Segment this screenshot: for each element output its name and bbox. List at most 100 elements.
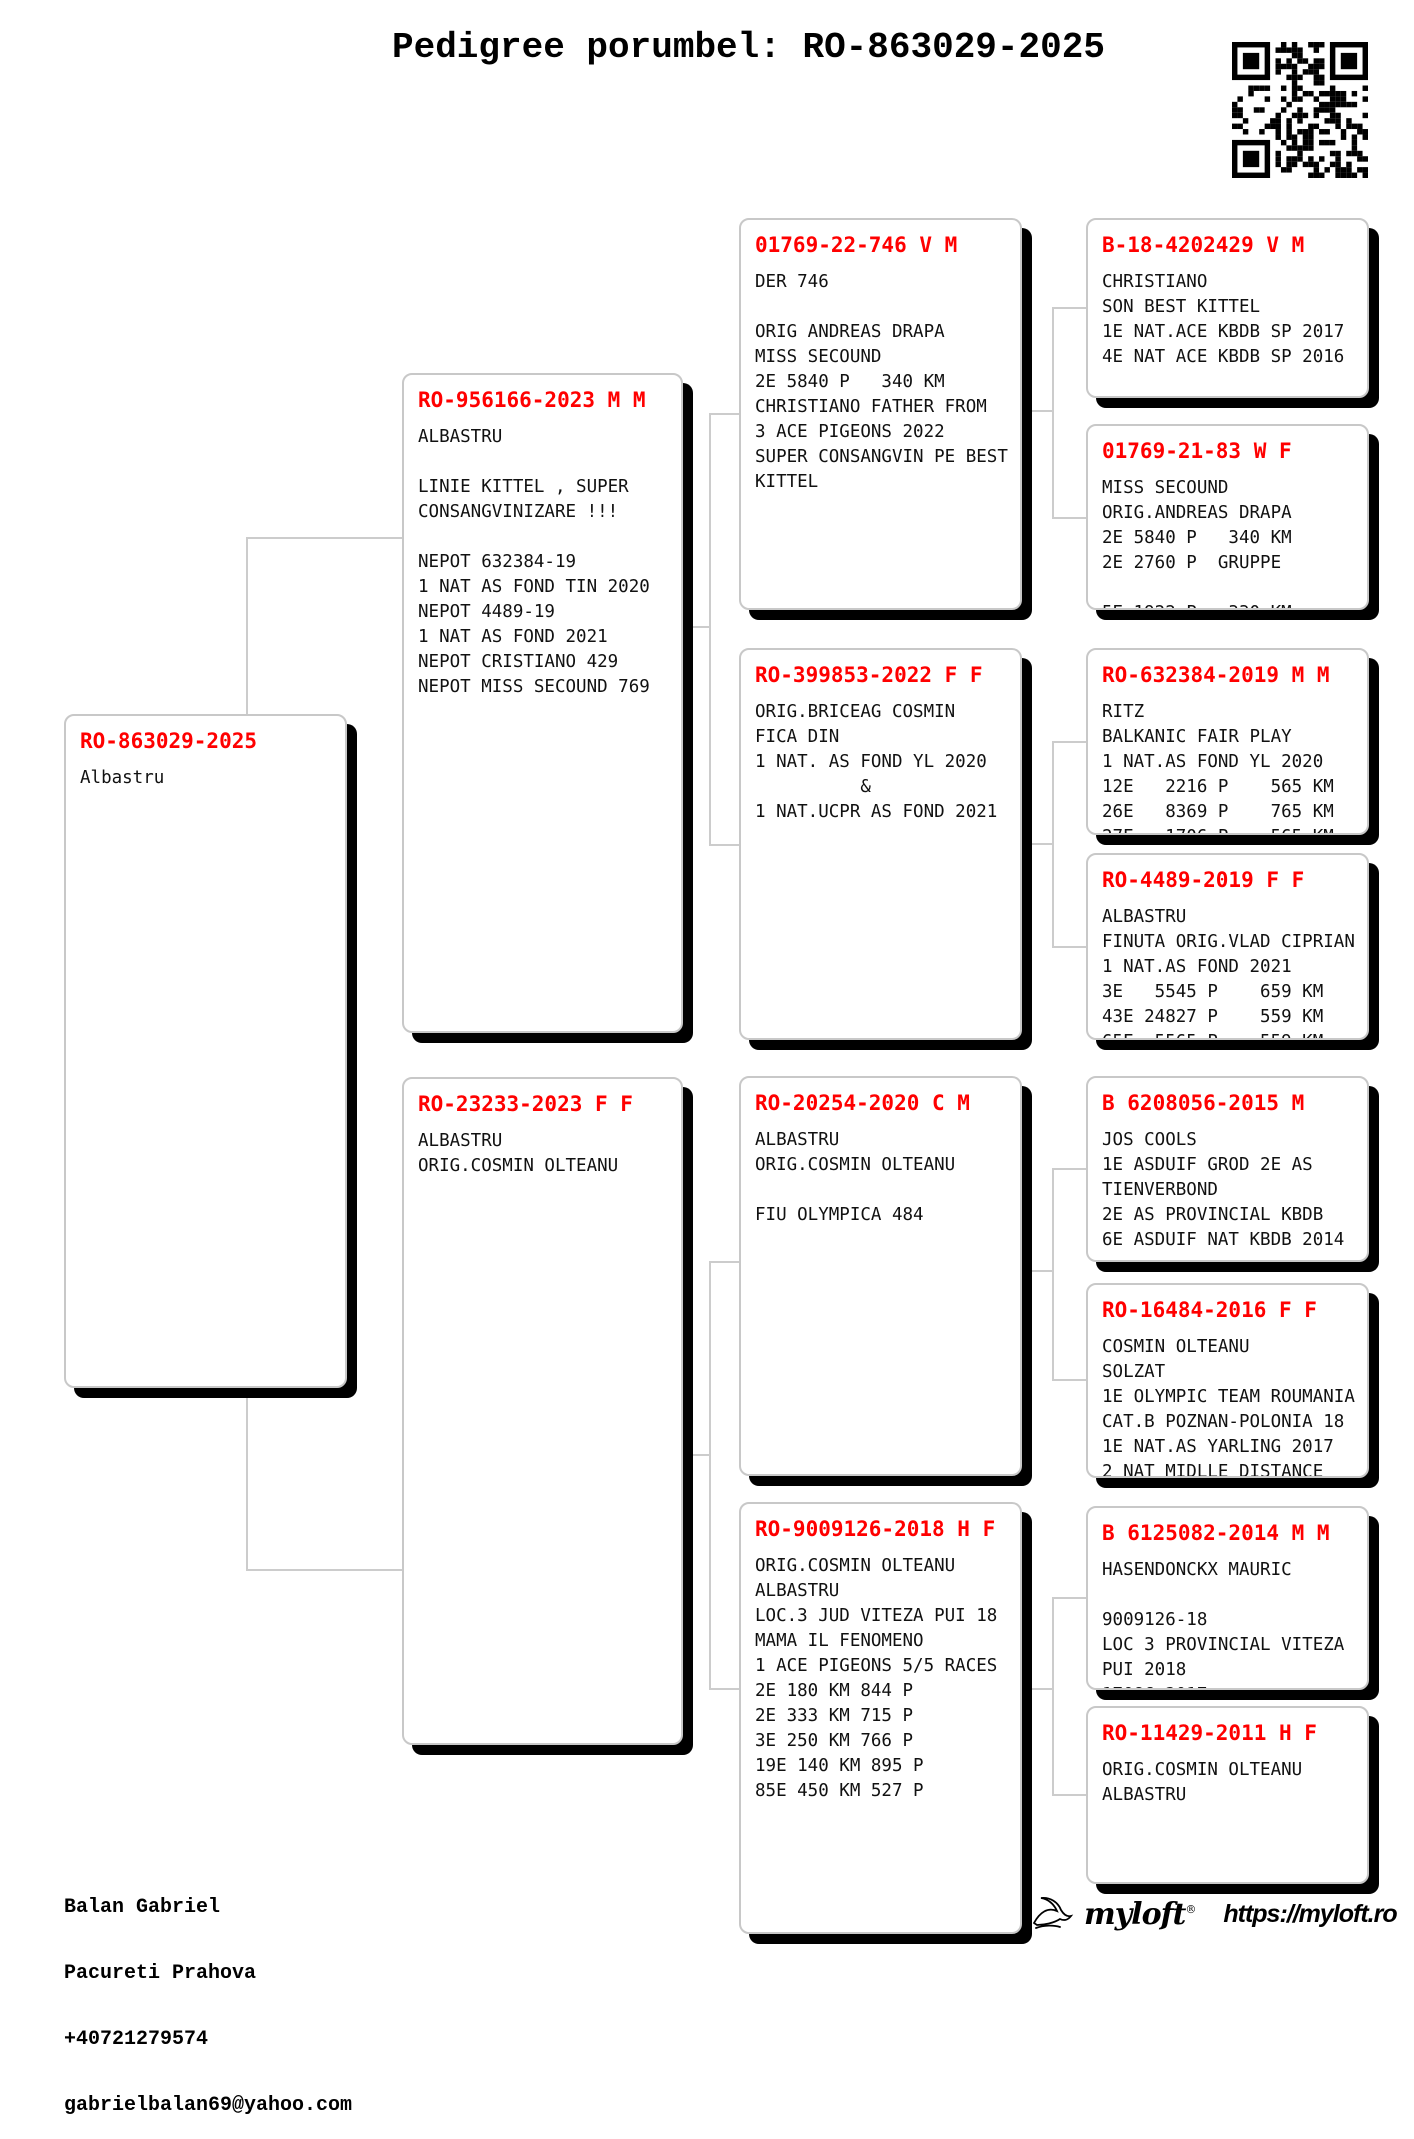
box-text-line: JOS COOLS <box>1102 1130 1197 1150</box>
box-text-line: NEPOT CRISTIANO 429 <box>418 652 619 672</box>
breeder-email: gabrielbalan69@yahoo.com <box>64 2094 353 2117</box>
connector-line <box>709 1261 711 1690</box>
box-text-line: 2E 333 KM 715 P <box>755 1706 914 1726</box>
ring-number: RO-956166-2023 M M <box>418 388 646 412</box>
connector-line <box>709 413 739 415</box>
branding: myloft® https://myloft.ro <box>1030 1890 1398 1938</box>
pedigree-box-dam-dam: RO-9009126-2018 H F ORIG.COSMIN OLTEANU AL… <box>739 1502 1022 1934</box>
connector-line <box>1052 1794 1086 1796</box>
box-text-line: CONSANGVINIZARE !!! <box>418 502 619 522</box>
box-text-line: 27E 1706 P 565 KM <box>1102 825 1353 833</box>
box-text-line: & <box>755 777 871 797</box>
box-text-line: ORIG.BRICEAG COSMIN <box>755 702 956 722</box>
box-text-line: BALKANIC FAIR PLAY <box>1102 727 1292 747</box>
ring-number: RO-399853-2022 F F <box>755 663 983 687</box>
box-text-line: FICA DIN <box>755 727 840 747</box>
box-text-line: ORIG ANDREAS DRAPA <box>755 322 945 342</box>
box-text-line: 17086-2017 <box>1102 1683 1353 1688</box>
connector-line <box>246 537 248 716</box>
box-text-line: MISS SECOUND <box>1102 478 1229 498</box>
box-text-line: COSMIN OLTEANU <box>1102 1337 1250 1357</box>
box-text-line: FIU OLYMPICA 484 <box>755 1205 924 1225</box>
box-text-line: SON BEST KITTEL <box>1102 297 1261 317</box>
box-text-line: ALBASTRU <box>418 1131 503 1151</box>
box-text-line: ALBASTRU <box>418 427 503 447</box>
box-text-line: ALBASTRU <box>755 1581 840 1601</box>
box-text-line: 43E 24827 P 559 KM <box>1102 1007 1324 1027</box>
box-text-line: LOC.3 JUD VITEZA PUI 18 <box>755 1606 998 1626</box>
box-text-line: LOC 3 PROVINCIAL VITEZA <box>1102 1635 1345 1655</box>
box-text-line: 65E 5565 P 559 KM <box>1102 1030 1353 1038</box>
box-text-line <box>418 450 667 475</box>
breeder-phone: +40721279574 <box>64 2028 209 2051</box>
box-text-line: 2E 5840 P 340 KM <box>755 372 945 392</box>
connector-line <box>246 1388 248 1571</box>
connector-line <box>1052 517 1086 519</box>
ring-number: 01769-22-746 V M <box>755 233 958 257</box>
box-text-line: KITTEL <box>755 472 819 492</box>
box-text-line: 4E NAT ACE KBDB SP 2016 <box>1102 347 1345 367</box>
connector-line <box>683 626 711 628</box>
box-text-line: MAMA IL FENOMENO <box>755 1631 924 1651</box>
box-text-line: 1 NAT AS FOND TIN 2020 <box>418 577 650 597</box>
connector-line <box>246 1569 402 1571</box>
ring-number: B 6208056-2015 M <box>1102 1091 1305 1115</box>
box-text-line: 2E 2760 P GRUPPE <box>1102 553 1282 573</box>
connector-line <box>1022 1688 1054 1690</box>
box-text-line: 1 ACE PIGEONS 5/5 RACES <box>755 1656 998 1676</box>
box-text-line: 3E 250 KM 766 P <box>755 1731 914 1751</box>
connector-line <box>1052 1379 1086 1381</box>
pedigree-box-sire-dam: RO-399853-2022 F F ORIG.BRICEAG COSMIN FIC… <box>739 648 1022 1040</box>
box-text-line: PUI 2018 <box>1102 1660 1187 1680</box>
box-text-line: 1E NAT.AS YARLING 2017 <box>1102 1437 1334 1457</box>
ring-number: RO-9009126-2018 H F <box>755 1517 996 1541</box>
ring-number: B-18-4202429 V M <box>1102 233 1305 257</box>
box-text-line: ORIG.COSMIN OLTEANU <box>755 1556 956 1576</box>
box-text-line <box>755 295 1006 320</box>
connector-line <box>1052 946 1086 948</box>
box-text-line: SUPER CONSANGVIN PE BEST <box>755 447 1008 467</box>
pedigree-box-ggp5: B 6208056-2015 M JOS COOLS 1E ASDUIF GROD … <box>1086 1076 1369 1262</box>
box-text-line: 1 NAT. AS FOND YL 2020 <box>755 752 987 772</box>
bird-icon <box>1030 1892 1074 1936</box>
box-text-line <box>1102 576 1353 601</box>
box-text-line: 85E 450 KM 527 P <box>755 1781 924 1801</box>
box-text-line <box>418 525 667 550</box>
connector-line <box>1052 307 1054 519</box>
ring-number: RO-20254-2020 C M <box>755 1091 970 1115</box>
connector-line <box>709 844 739 846</box>
box-text-line: SOLZAT <box>1102 1362 1166 1382</box>
box-text-line: FINUTA ORIG.VLAD CIPRIAN <box>1102 932 1355 952</box>
connector-line <box>1052 1168 1054 1381</box>
ring-number: B 6125082-2014 M M <box>1102 1521 1330 1545</box>
box-text-line: RITZ <box>1102 702 1145 722</box>
box-text-line: 5E 1922 P 330 KM <box>1102 601 1353 608</box>
box-text-line: 1E OLYMPIC TEAM ROUMANIA <box>1102 1387 1355 1407</box>
connector-line <box>709 413 711 846</box>
breeder-location: Pacureti Prahova <box>64 1962 257 1985</box>
box-text-line: 1 NAT.AS FOND YL 2020 <box>1102 752 1324 772</box>
box-text-line: 1E ASDUIF GROD 2E AS <box>1102 1155 1313 1175</box>
box-text-line <box>755 1178 1006 1203</box>
box-text-line: 12E 2216 P 565 KM <box>1102 777 1334 797</box>
box-text-line: 1 NAT AS FOND 2021 <box>418 627 608 647</box>
ring-number: RO-16484-2016 F F <box>1102 1298 1317 1322</box>
breeder-name: Balan Gabriel <box>64 1896 221 1919</box>
box-text-line: HASENDONCKX MAURIC <box>1102 1560 1292 1580</box>
qr-code <box>1232 42 1368 178</box>
connector-line <box>1022 410 1054 412</box>
box-text-line: Albastru <box>80 768 165 788</box>
myloft-url[interactable]: https://myloft.ro <box>1223 1899 1397 1928</box>
box-text-line: 1 NAT.AS FOND 2021 <box>1102 957 1292 977</box>
box-text-line: TIENVERBOND <box>1102 1180 1218 1200</box>
box-text-line: ORIG.COSMIN OLTEANU <box>755 1155 956 1175</box>
connector-line <box>1022 843 1054 845</box>
box-text-line: 1E NAT.ACE KBDB SP 2017 <box>1102 322 1345 342</box>
connector-line <box>1022 1270 1054 1272</box>
ring-number: 01769-21-83 W F <box>1102 439 1292 463</box>
